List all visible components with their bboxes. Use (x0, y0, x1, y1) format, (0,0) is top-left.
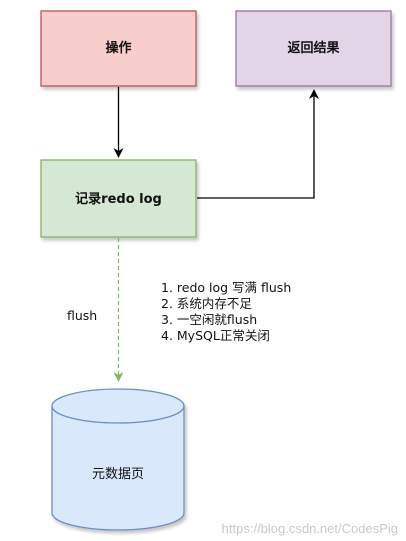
data-page-cylinder-top (51, 388, 185, 424)
operation-label: 操作 (105, 40, 131, 56)
return-result-node: 返回结果 (235, 10, 392, 87)
operation-box (40, 10, 197, 87)
write-redo-log-node: 记录redo log (40, 159, 197, 238)
operation-node: 操作 (40, 10, 197, 87)
write-redo-log-label: 记录redo log (75, 192, 162, 207)
watermark-text: https://blog.csdn.net/CodesPig (222, 521, 398, 536)
flush-condition-item: 2. 系统内存不足 (161, 296, 252, 311)
flush-edge-label: flush (67, 308, 97, 323)
return-result-box (235, 10, 392, 87)
edge-redo-log-to-return-result (197, 89, 319, 199)
flush-condition-item: 4. MySQL正常关闭 (161, 328, 270, 343)
data-page-cylinder-body (51, 406, 185, 531)
flush-condition-item: 3. 一空闲就flush (161, 312, 257, 327)
return-result-label: 返回结果 (287, 40, 339, 56)
data-page-node (51, 388, 185, 531)
flush-condition-item: 1. redo log 写满 flush (161, 280, 291, 295)
data-page-label: 元数据页 (92, 467, 144, 482)
write-redo-log-box (40, 159, 197, 238)
flush-conditions-list: 1. redo log 写满 flush 2. 系统内存不足 3. 一空闲就fl… (161, 280, 291, 343)
